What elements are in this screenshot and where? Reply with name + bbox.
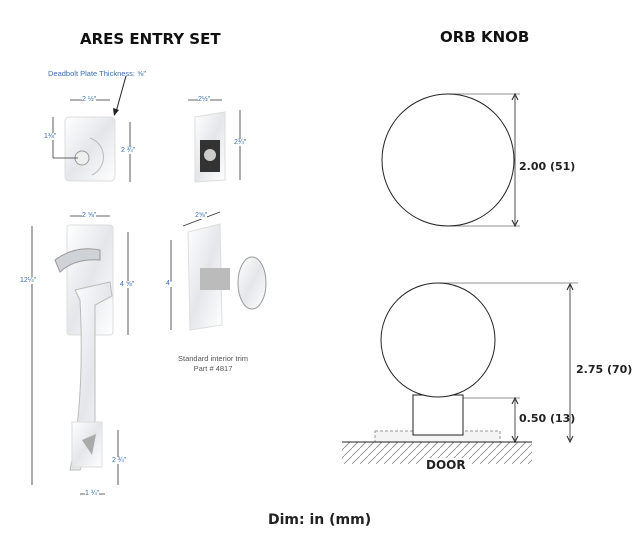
- interior-trim: [170, 211, 267, 331]
- handleset: [31, 215, 129, 495]
- note-line: Part # 4817: [193, 364, 233, 373]
- door-label: DOOR: [423, 458, 469, 472]
- dim-label: 2 ½": [82, 96, 97, 103]
- dim-label: 12¼": [20, 277, 37, 284]
- orb-knob-side: [342, 282, 578, 464]
- knob-rose: 0.50 (13): [519, 412, 576, 425]
- dim-label: 4 ⅝": [120, 281, 135, 288]
- left-title: ARES ENTRY SET: [80, 30, 221, 48]
- dim-label: 1 ¾": [85, 490, 100, 497]
- dim-label: 1⅜": [44, 133, 57, 140]
- dim-label: 2⅝": [195, 212, 208, 219]
- deadbolt-exterior: [52, 75, 131, 182]
- orb-knob-front: [381, 92, 520, 228]
- dim-label: 2 ⅝": [82, 212, 97, 219]
- dim-label: 2 ¾": [121, 147, 136, 154]
- dim-label: 2½": [198, 96, 211, 103]
- deadbolt-thickness-note: Deadbolt Plate Thickness: ⅝": [48, 69, 146, 78]
- dim-label: 4": [166, 280, 173, 287]
- deadbolt-interior: [188, 99, 241, 183]
- knob-overall: 2.75 (70): [576, 363, 633, 376]
- dim-label: 2 ¾": [112, 457, 127, 464]
- right-title: ORB KNOB: [440, 28, 530, 46]
- units-label: Dim: in (mm): [268, 512, 372, 528]
- interior-trim-note: Standard interior trim Part # 4817: [168, 354, 258, 374]
- dim-label: 2¾": [234, 139, 247, 146]
- note-line: Standard interior trim: [177, 354, 249, 363]
- knob-diameter: 2.00 (51): [519, 160, 576, 173]
